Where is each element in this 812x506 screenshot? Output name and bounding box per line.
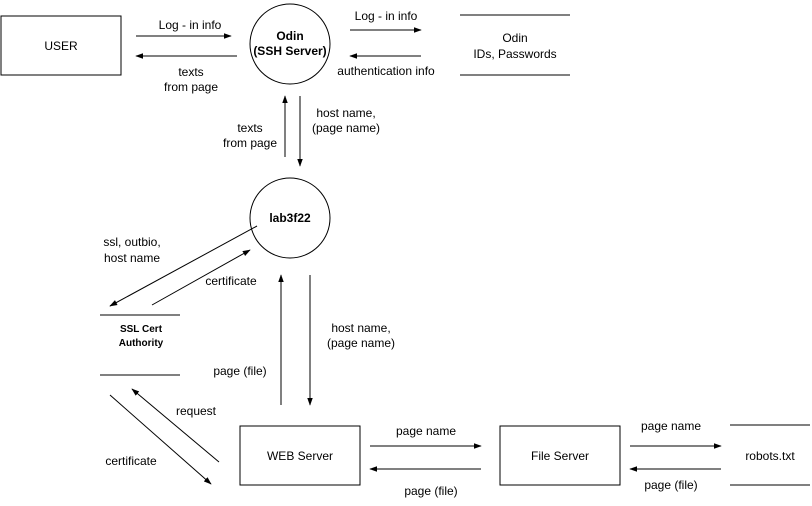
flow-label-file-to-robots: page name [641,419,701,433]
flow-label-web-to-file: page name [396,424,456,438]
odin-sublabel: (SSH Server) [253,44,326,58]
flow-label-web-to-lab: page (file) [213,364,266,378]
user-entity: USER [0,15,122,76]
robots-label: robots.txt [745,449,795,463]
odin-store-label: Odin [502,31,527,45]
odin-process: Odin (SSH Server) [249,3,331,85]
web-server-label: WEB Server [267,449,333,463]
lab-process: lab3f22 [249,177,331,259]
robots-data-store: robots.txt [730,424,810,486]
flow-label-lab-to-odin: texts [237,121,262,135]
ssl-label: SSL Cert [120,324,163,335]
lab-label: lab3f22 [269,211,311,225]
flow-arrow-ssl-to-web [109,394,212,485]
flow-label-store-to-odin: authentication info [337,64,435,78]
flow-arrow-lab-to-ssl [109,225,258,307]
web-server-entity: WEB Server [239,425,361,486]
flow-label-lab-to-ssl-2: host name [104,251,160,265]
flow-label-ssl-to-web: certificate [105,454,157,468]
flow-label-file-to-web: page (file) [404,484,457,498]
odin-label: Odin [276,29,303,43]
flow-label-lab-to-web-2: (page name) [327,336,395,350]
file-server-entity: File Server [499,425,621,486]
flow-label-odin-to-store: Log - in info [355,9,418,23]
flow-label-lab-to-web: host name, [331,321,390,335]
flow-arrow-ssl-to-lab [151,249,251,306]
ssl-data-store: SSL Cert Authority [100,314,180,376]
odin-store-sublabel: IDs, Passwords [473,47,556,61]
flow-label-odin-to-lab-2: (page name) [312,121,380,135]
flow-label-odin-to-user: texts [178,65,203,79]
ssl-sublabel: Authority [119,338,164,349]
flow-label-user-to-odin: Log - in info [159,18,222,32]
user-label: USER [44,39,78,53]
flow-label-odin-to-lab: host name, [316,106,375,120]
file-server-label: File Server [531,449,589,463]
odin-data-store: Odin IDs, Passwords [460,14,570,76]
flow-label-ssl-to-lab: certificate [205,274,257,288]
flow-label-web-to-ssl: request [176,404,217,418]
flow-label-odin-to-user-2: from page [164,80,218,94]
flow-arrow-web-to-ssl [131,388,220,463]
flow-label-lab-to-ssl: ssl, outbio, [103,235,160,249]
flow-label-robots-to-file: page (file) [644,478,697,492]
flow-label-lab-to-odin-2: from page [223,136,277,150]
